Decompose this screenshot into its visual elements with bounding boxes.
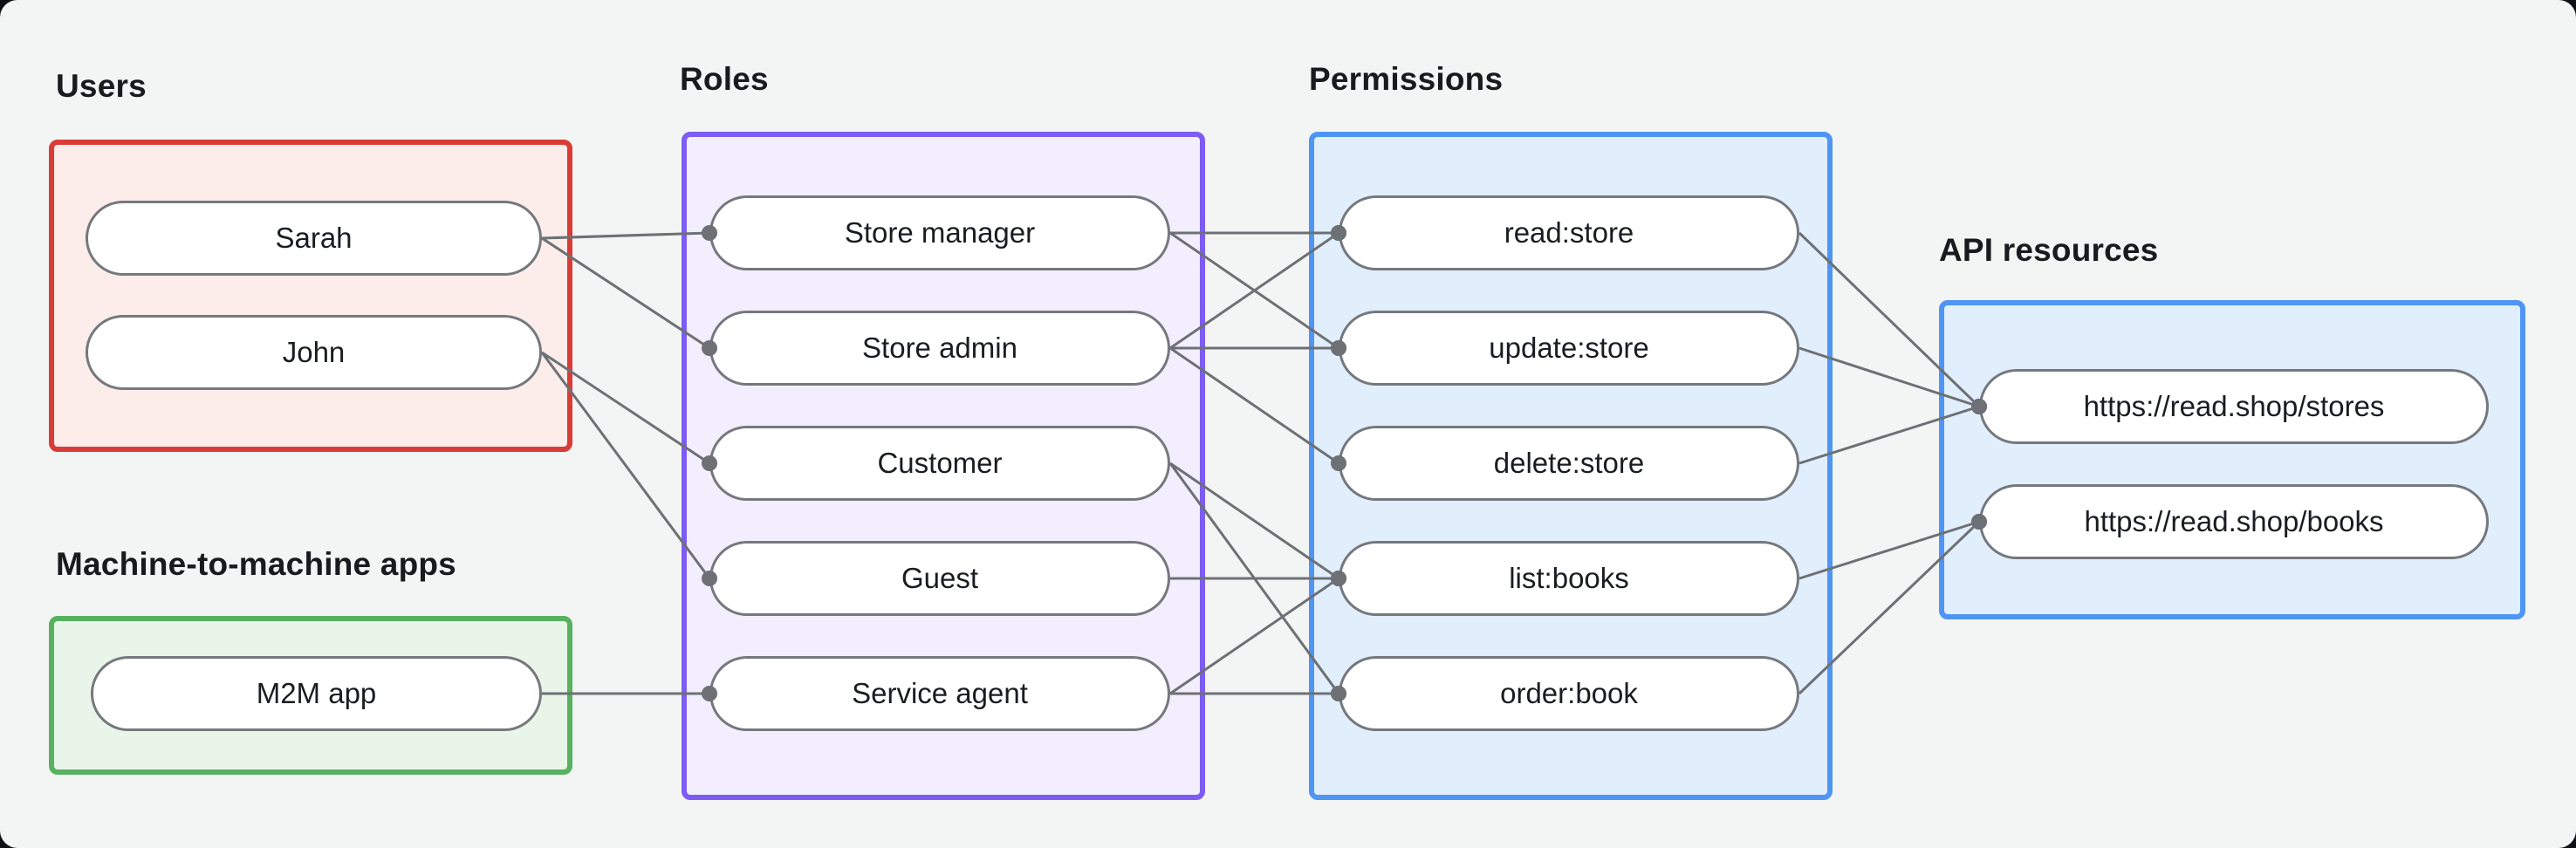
node-m2m-app: M2M app [91,656,542,731]
roles-section-label: Roles [680,61,769,97]
users-section-label: Users [56,68,147,104]
api-resources-section-label: API resources [1939,232,2159,268]
node-permission-delete-store: delete:store [1339,426,1799,501]
node-api-resource-stores: https://read.shop/stores [1979,369,2489,444]
node-role-service-agent: Service agent [709,656,1170,731]
m2m-apps-section-label: Machine-to-machine apps [56,546,456,582]
node-role-customer: Customer [709,426,1170,501]
node-role-store-admin: Store admin [709,311,1170,386]
node-role-guest: Guest [709,541,1170,616]
api-resources-group-box [1939,300,2525,619]
node-permission-update-store: update:store [1339,311,1799,386]
node-api-resource-books: https://read.shop/books [1979,484,2489,559]
node-user-sarah: Sarah [86,201,542,276]
node-permission-list-books: list:books [1339,541,1799,616]
node-user-john: John [86,315,542,390]
node-permission-read-store: read:store [1339,195,1799,270]
permissions-section-label: Permissions [1309,61,1504,97]
node-role-store-manager: Store manager [709,195,1170,270]
node-permission-order-book: order:book [1339,656,1799,731]
users-group-box [49,140,572,452]
